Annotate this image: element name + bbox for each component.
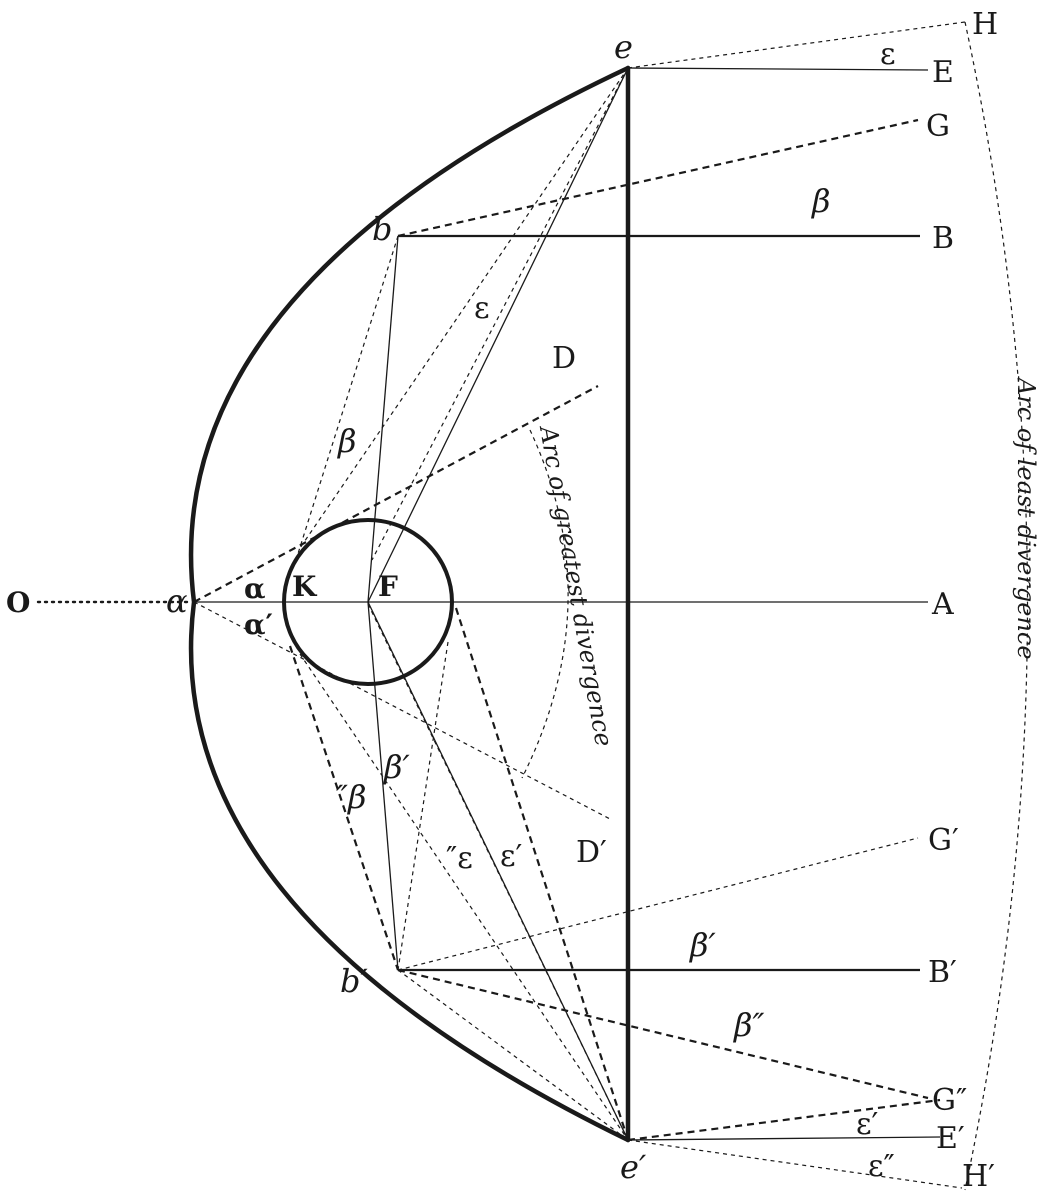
label-beta-double-inner: ″β xyxy=(336,778,366,816)
label-b: b xyxy=(372,210,392,248)
label-H: H xyxy=(972,7,998,42)
ray-bprime-Gprime xyxy=(397,837,919,971)
label-O: O xyxy=(6,586,30,619)
label-A: A xyxy=(931,587,954,622)
ray-bprime-Gdouble xyxy=(397,968,929,1100)
dash-circle-eprime-left xyxy=(299,653,629,1141)
label-B: B xyxy=(932,221,954,256)
label-E-prime: E′ xyxy=(936,1121,965,1156)
dash-circle-eprime-right xyxy=(454,607,630,1141)
label-beta-double-right: β″ xyxy=(733,1006,765,1044)
label-K: K xyxy=(292,570,318,603)
label-E: E xyxy=(932,55,954,90)
line-b-F xyxy=(367,235,399,603)
label-b-prime: b′ xyxy=(340,962,368,1000)
ray-e-E xyxy=(627,67,929,71)
label-beta-prime-right: β′ xyxy=(689,926,717,964)
ray-eprime-Hprime xyxy=(627,1139,963,1189)
ray-e-H xyxy=(627,21,966,69)
label-B-prime: B′ xyxy=(928,955,957,990)
ray-eprime-Gdouble xyxy=(627,1098,941,1142)
dash-circle-bprime-inner xyxy=(397,641,449,971)
label-D: D xyxy=(552,341,576,376)
dash-alpha-D xyxy=(193,385,599,603)
arc-greatest-divergence-label: Arc of greatest divergence xyxy=(534,422,618,748)
dash-circle-eprime-mid xyxy=(367,603,629,1141)
arc-least-divergence-label: Arc of least divergence xyxy=(1012,376,1040,660)
label-alpha: α xyxy=(244,572,266,605)
label-alpha-prime: α′ xyxy=(244,608,273,641)
dash-b-K xyxy=(295,235,399,561)
dash-alpha-Dprime xyxy=(193,601,613,821)
label-alpha-vertex: α xyxy=(166,582,188,620)
label-G-double: G″ xyxy=(932,1083,967,1118)
label-F: F xyxy=(378,570,398,603)
label-beta-prime-inner: β′ xyxy=(383,748,411,786)
arc-greatest-divergence-line xyxy=(521,429,569,779)
ray-eprime-Eprime xyxy=(627,1136,941,1141)
label-beta-top: β xyxy=(811,182,831,220)
label-e-prime: e′ xyxy=(620,1148,647,1186)
label-D-prime: D′ xyxy=(576,835,607,870)
label-G: G xyxy=(926,109,950,144)
label-epsilon-prime-bottom: ε′ xyxy=(856,1107,879,1142)
label-epsilon-double-inner: ″ε xyxy=(446,841,473,876)
label-H-prime: H′ xyxy=(962,1159,995,1194)
label-G-prime: G′ xyxy=(928,823,959,858)
label-epsilon-double-bottom: ε″ xyxy=(868,1149,895,1184)
label-epsilon-top: ε xyxy=(880,37,896,72)
dash-bprime-eprime xyxy=(397,969,629,1141)
line-F-e-epsilon xyxy=(367,67,629,603)
label-beta-inner: β xyxy=(337,422,357,460)
label-epsilon-prime-inner: ε′ xyxy=(500,839,523,874)
label-epsilon-inner: ε xyxy=(474,291,490,326)
ray-b-G xyxy=(397,118,919,238)
arc-least-divergence-line xyxy=(964,21,1029,1191)
line-F-bprime xyxy=(367,601,399,971)
dash-circle-bprime-outer xyxy=(288,645,400,971)
label-e: e xyxy=(614,28,633,66)
dash-e-circle-left xyxy=(299,67,629,549)
